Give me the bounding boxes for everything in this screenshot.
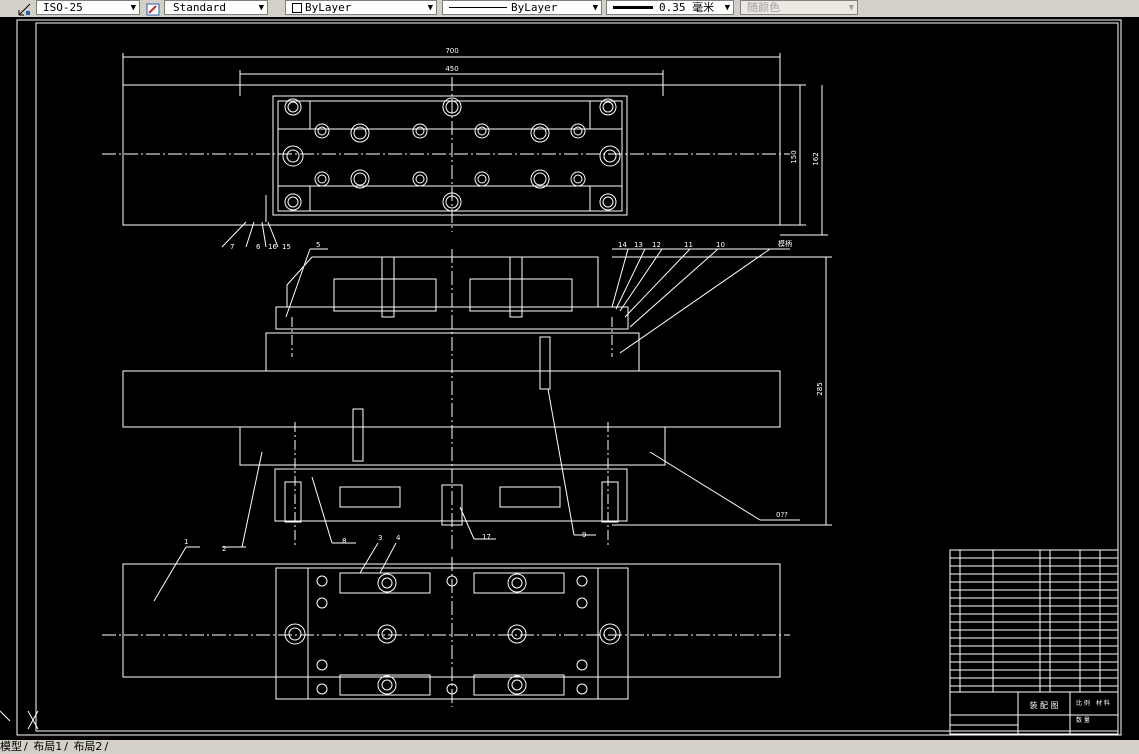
callout-6: 6 xyxy=(256,243,261,251)
title-block xyxy=(949,549,1119,735)
linetype-select[interactable]: ByLayer ▼ xyxy=(442,0,602,15)
ucs-icon xyxy=(0,710,39,730)
drawing-canvas[interactable]: 700 450 150 162 285 模柄 0?? 1 2 3 4 5 6 7… xyxy=(0,17,1139,737)
callout-11: 11 xyxy=(684,241,693,249)
title-block-label-scale: 比 例 xyxy=(1076,699,1090,707)
layer-color-value: ByLayer xyxy=(305,1,352,14)
callout-13: 13 xyxy=(634,241,643,249)
callout-15: 15 xyxy=(282,243,291,251)
dim-inner-width: 450 xyxy=(445,65,458,73)
callout-12: 12 xyxy=(652,241,661,249)
chevron-down-icon: ▼ xyxy=(592,3,598,13)
callout-9: 9 xyxy=(582,531,586,539)
dim-height-c: 285 xyxy=(816,382,824,395)
properties-toolbar: ISO-25 ▼ Standard ▼ ByLayer ▼ ByLayer ▼ … xyxy=(0,0,1139,18)
leader-bottom-label: 0?? xyxy=(776,511,788,519)
callout-1: 1 xyxy=(184,538,188,546)
bottom-view xyxy=(102,542,790,707)
linetype-sample-icon xyxy=(449,7,507,8)
textstyle-icon[interactable] xyxy=(146,1,160,16)
textstyle-value: Standard xyxy=(173,1,226,14)
callout-5: 5 xyxy=(316,241,320,249)
lineweight-value: 0.35 毫米 xyxy=(659,1,715,14)
plotstyle-value: 随颜色 xyxy=(747,1,780,14)
tab-model[interactable]: 模型 xyxy=(0,740,22,753)
tab-layout2[interactable]: 布局2 xyxy=(73,740,103,753)
leader-top-label: 模柄 xyxy=(778,239,792,248)
chevron-down-icon: ▼ xyxy=(724,3,730,13)
dim-overall-width: 700 xyxy=(445,47,458,55)
plotstyle-select[interactable]: 随颜色 ▼ xyxy=(740,0,858,15)
front-view xyxy=(122,248,832,552)
callout-7: 7 xyxy=(230,243,234,251)
tab-layout1[interactable]: 布局1 xyxy=(33,740,63,753)
chevron-down-icon: ▼ xyxy=(258,3,264,13)
dimstyle-select[interactable]: ISO-25 ▼ xyxy=(36,0,140,15)
lineweight-select[interactable]: 0.35 毫米 ▼ xyxy=(606,0,734,15)
drawing-frame xyxy=(16,19,1122,736)
textstyle-select[interactable]: Standard ▼ xyxy=(164,0,268,15)
color-swatch-icon xyxy=(292,3,302,13)
callout-8: 8 xyxy=(342,537,346,545)
chevron-down-icon: ▼ xyxy=(130,3,136,13)
drawing-border xyxy=(35,22,1119,732)
chevron-down-icon: ▼ xyxy=(427,3,433,13)
callout-17: 17 xyxy=(482,533,491,541)
lineweight-sample-icon xyxy=(613,6,653,9)
callout-16: 16 xyxy=(268,243,277,251)
layer-color-select[interactable]: ByLayer ▼ xyxy=(285,0,437,15)
dim-height-b: 162 xyxy=(812,152,820,165)
callout-4: 4 xyxy=(396,534,401,542)
callout-2: 2 xyxy=(222,545,226,553)
callout-3: 3 xyxy=(378,534,382,542)
dimstyle-icon[interactable] xyxy=(18,1,32,16)
callout-10: 10 xyxy=(716,241,725,249)
dim-height-a: 150 xyxy=(790,150,798,163)
title-block-label-qty: 数 量 xyxy=(1076,716,1090,724)
title-block-name: 装 配 图 xyxy=(1029,700,1058,710)
layout-tabs: 模型/ 布局1/ 布局2/ xyxy=(0,740,1139,754)
callout-14: 14 xyxy=(618,241,627,249)
top-view xyxy=(102,53,828,248)
title-block-label-material: 材 料 xyxy=(1096,699,1110,707)
linetype-value: ByLayer xyxy=(511,1,558,14)
chevron-down-icon: ▼ xyxy=(848,3,854,13)
dimstyle-value: ISO-25 xyxy=(43,1,83,14)
